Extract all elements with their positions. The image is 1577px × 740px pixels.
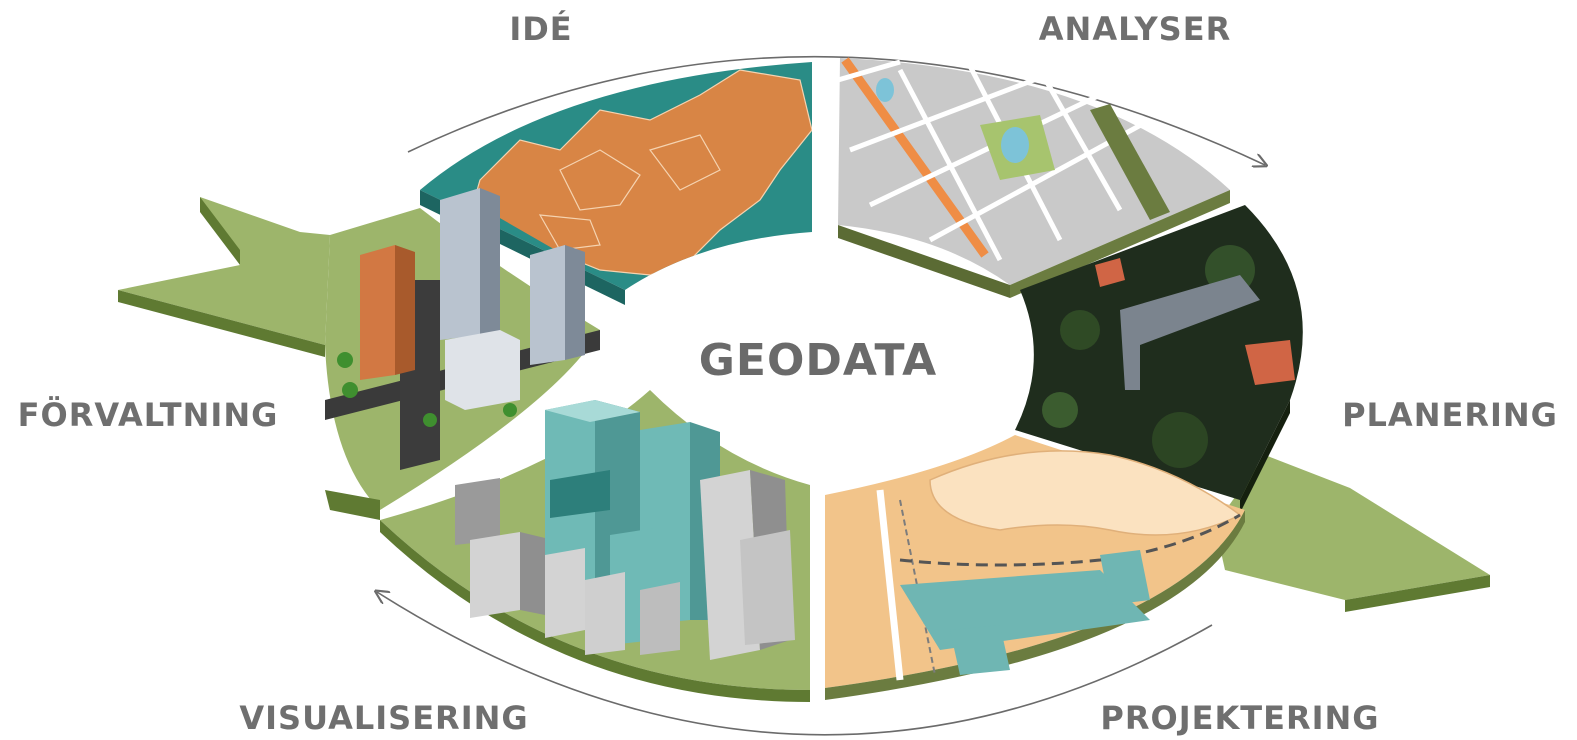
segment-forvaltning bbox=[325, 188, 600, 520]
stage-label-forvaltning: FÖRVALTNING bbox=[18, 396, 279, 434]
arrow-left-green bbox=[118, 197, 330, 357]
center-label-geodata: GEODATA bbox=[699, 335, 937, 386]
cycle-arrow-bottom bbox=[377, 592, 1213, 736]
stage-label-projektering: PROJEKTERING bbox=[1100, 699, 1379, 737]
segment-analyser bbox=[837, 57, 1230, 298]
stage-label-analyser: ANALYSER bbox=[1039, 10, 1231, 48]
stage-label-planering: PLANERING bbox=[1342, 396, 1558, 434]
arrow-right-green bbox=[1215, 455, 1490, 612]
segment-planering bbox=[1015, 205, 1303, 513]
segment-projektering bbox=[825, 435, 1245, 700]
cycle-arrow-top bbox=[407, 55, 1265, 165]
stage-label-ide: IDÉ bbox=[509, 10, 572, 48]
segment-visualisering bbox=[380, 390, 810, 702]
stage-label-visualisering: VISUALISERING bbox=[239, 699, 528, 737]
